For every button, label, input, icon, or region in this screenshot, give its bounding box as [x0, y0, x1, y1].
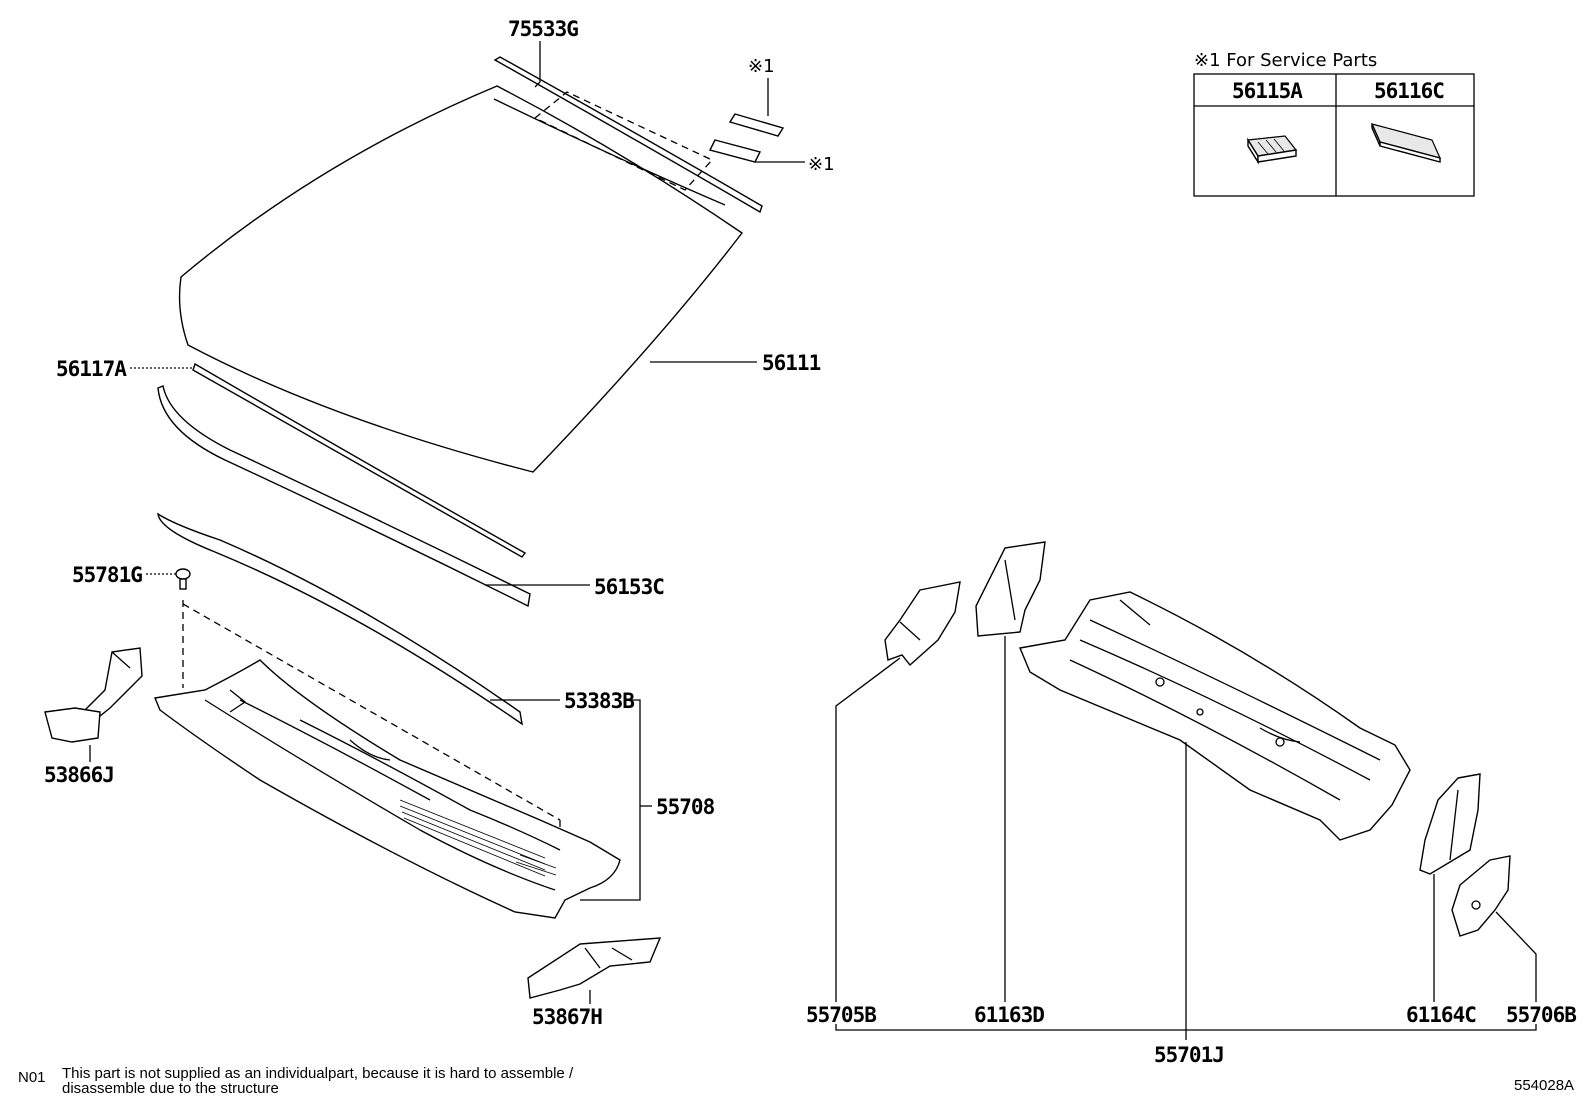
dash-panel-main[interactable]: [1019, 591, 1411, 841]
assembly-bracket-line: [835, 1024, 1537, 1031]
diagram-id: 554028A: [1514, 1077, 1574, 1094]
service-pad-lower[interactable]: [708, 139, 762, 163]
glass-seal-strip[interactable]: [192, 362, 527, 558]
lower-moulding[interactable]: [157, 385, 531, 608]
top-moulding[interactable]: [493, 56, 763, 214]
label-56111[interactable]: 56111: [762, 351, 822, 375]
label-61164C[interactable]: 61164C: [1406, 1003, 1477, 1027]
left-cowl-side-panel[interactable]: [975, 541, 1046, 637]
mark-service-1b: ※1: [808, 154, 835, 175]
service-parts-title: ※1 For Service Parts: [1194, 50, 1377, 71]
footnote-line-1: This part is not supplied as an individu…: [62, 1065, 574, 1082]
footnote-line-2: disassemble due to the structure: [62, 1080, 279, 1097]
cowl-clip[interactable]: [175, 568, 191, 590]
mark-service-1a: ※1: [748, 56, 775, 77]
label-61163D[interactable]: 61163D: [974, 1003, 1045, 1027]
label-56117A[interactable]: 56117A: [56, 357, 128, 381]
label-53866J[interactable]: 53866J: [44, 763, 115, 787]
left-dash-brace[interactable]: [884, 581, 961, 667]
cowl-seal[interactable]: [157, 512, 523, 726]
label-53383B[interactable]: 53383B: [564, 689, 635, 713]
service-col-56116C[interactable]: 56116C: [1374, 79, 1445, 103]
label-55701J[interactable]: 55701J: [1154, 1043, 1225, 1067]
label-55708[interactable]: 55708: [656, 795, 716, 819]
windshield-glass[interactable]: [178, 85, 744, 473]
clip-part-icon: [1246, 135, 1298, 165]
left-cowl-bracket[interactable]: [44, 647, 143, 743]
footnote-code: N01: [18, 1069, 46, 1086]
right-cowl-bracket[interactable]: [527, 937, 662, 999]
service-pad-upper[interactable]: [728, 113, 785, 137]
service-col-56115A[interactable]: 56115A: [1232, 79, 1304, 103]
right-cowl-side-panel[interactable]: [1419, 773, 1481, 875]
cowl-vent-grille: [399, 799, 557, 877]
right-dash-brace[interactable]: [1451, 855, 1511, 937]
service-parts-table: ※1 For Service Parts 56115A 56116C: [1193, 50, 1475, 197]
label-55705B[interactable]: 55705B: [806, 1003, 877, 1027]
label-56153C[interactable]: 56153C: [594, 575, 665, 599]
label-53867H[interactable]: 53867H: [532, 1005, 603, 1029]
pad-part-icon: [1370, 123, 1442, 163]
label-55706B[interactable]: 55706B: [1506, 1003, 1577, 1027]
label-75533G[interactable]: 75533G: [508, 17, 579, 41]
label-55781G[interactable]: 55781G: [72, 563, 143, 587]
cowl-top-panel[interactable]: [154, 659, 621, 919]
service-table-border: [1193, 73, 1475, 197]
